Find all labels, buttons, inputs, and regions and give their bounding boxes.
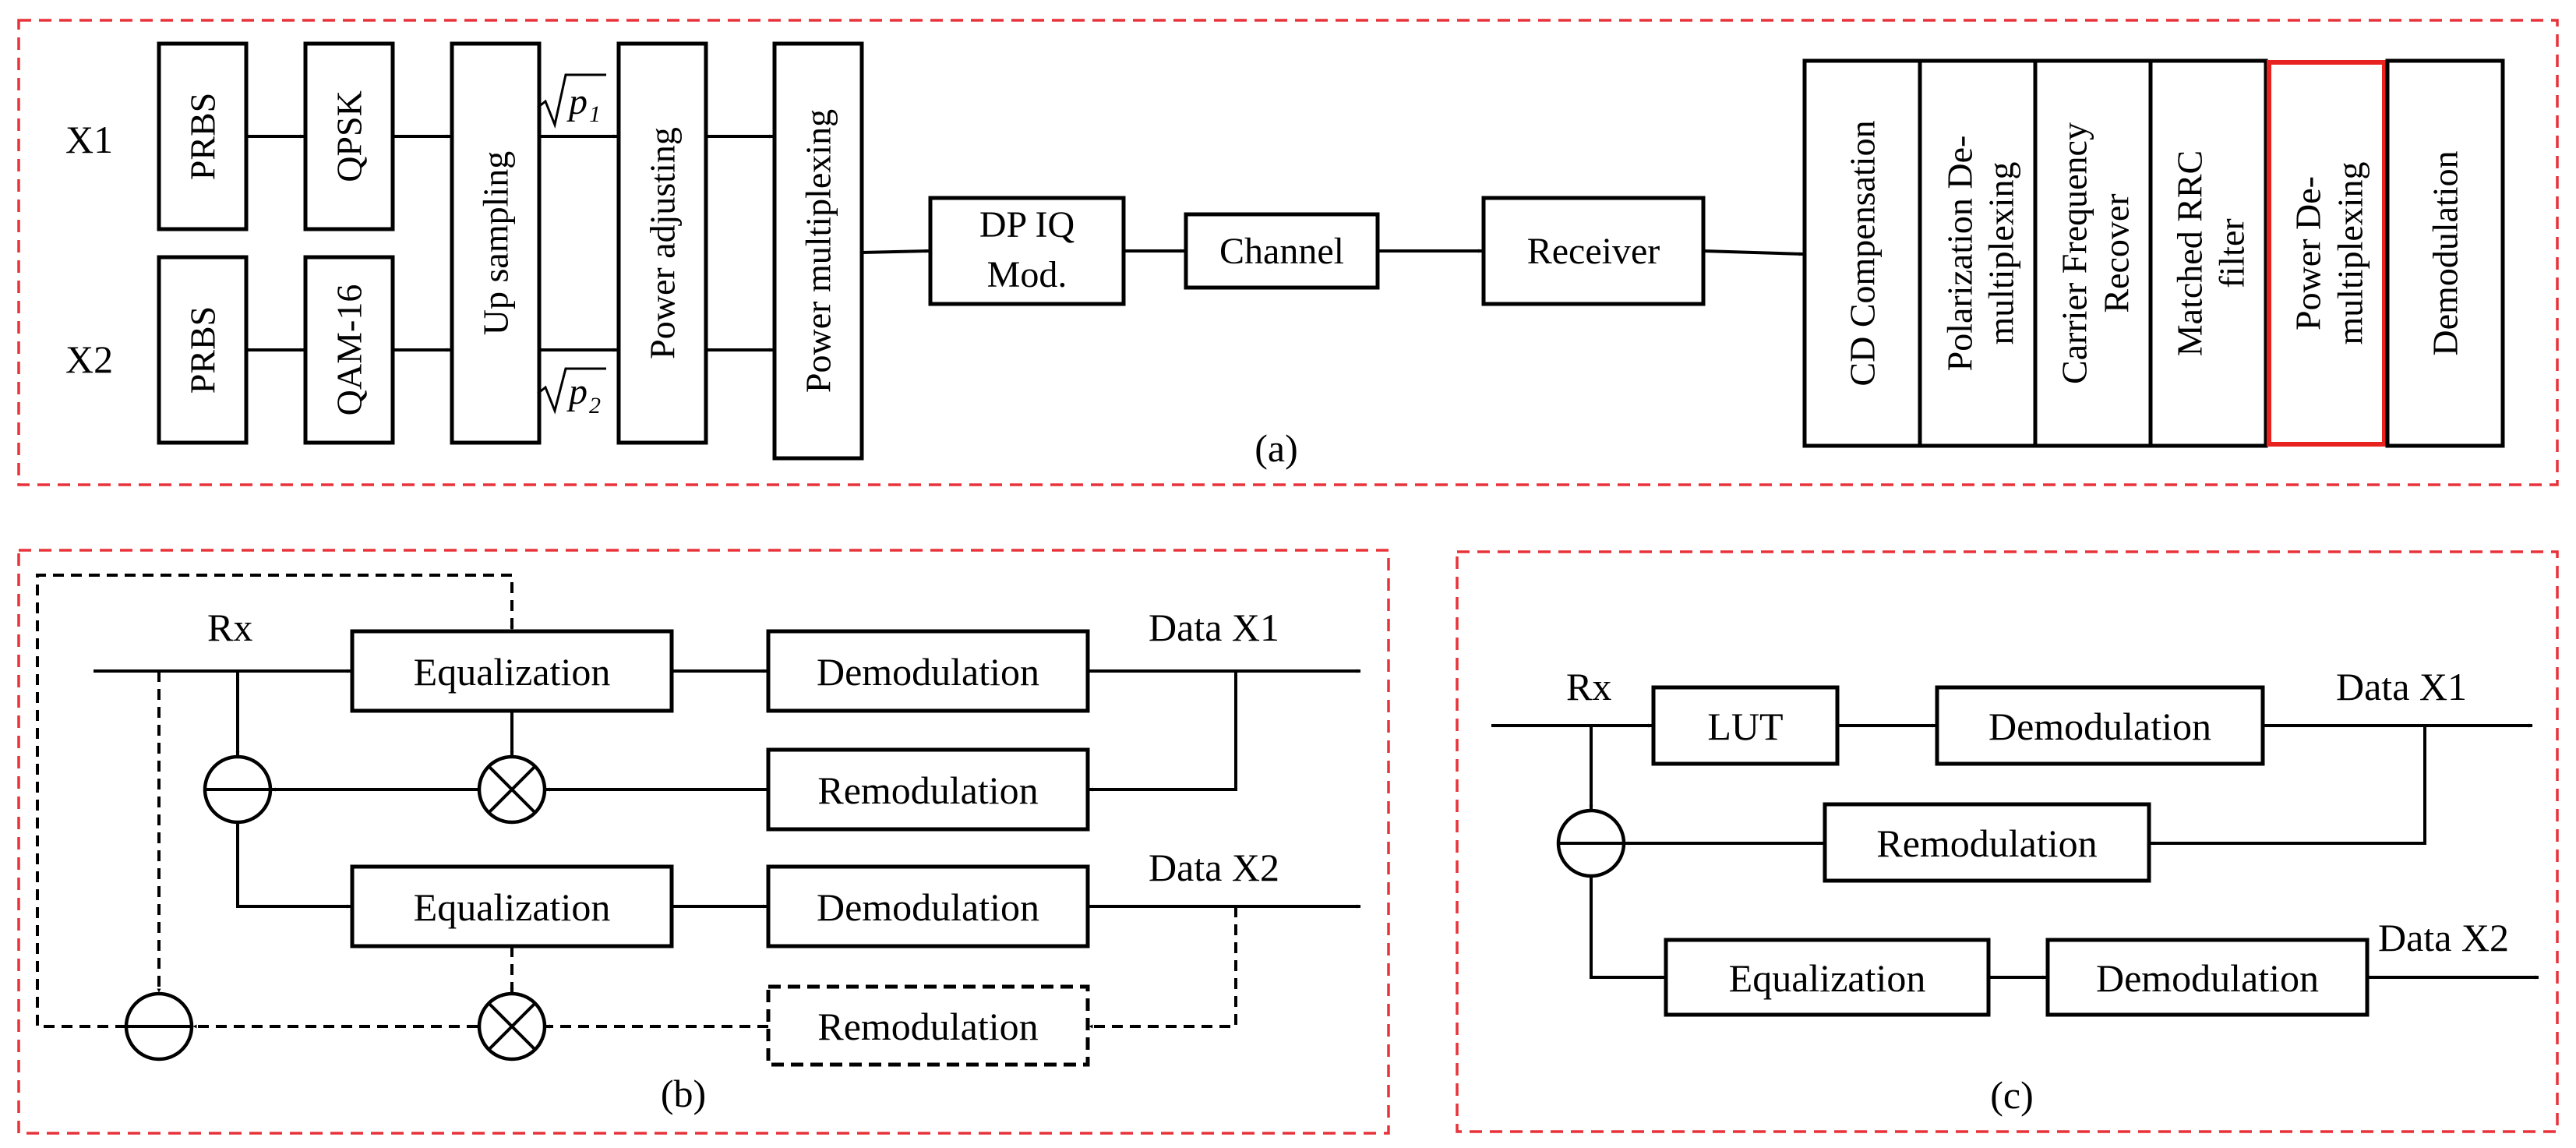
svg-text:Demodulation: Demodulation: [817, 885, 1039, 929]
panel-b-frame: [17, 549, 1390, 1135]
svg-text:Remodulation: Remodulation: [817, 1005, 1038, 1048]
sqrt-p2-label: p 2: [537, 367, 606, 419]
panel-c-demodulation-1: Demodulation: [1935, 685, 2265, 766]
power-adjusting-block: Power adjusting: [616, 41, 708, 445]
power-multiplexing-block: Power multiplexing: [772, 41, 864, 461]
panel-b-subtractor-1: [203, 754, 273, 825]
carrier-frequency-line1: Carrier Frequency: [2055, 122, 2094, 384]
panel-b-demodulation-1: Demodulation: [766, 629, 1090, 713]
qam16-block: QAM-16: [303, 255, 395, 445]
panel-c-remodulation: Remodulation: [1823, 802, 2151, 883]
dsp-block-power-demux-highlighted: Power De- multiplexing: [2267, 60, 2387, 447]
cd-compensation-label: CD Compensation: [1843, 120, 1883, 386]
panel-b-multiplier-2: [477, 991, 547, 1061]
panel-c-data-x1-label: Data X1: [2336, 665, 2467, 708]
receiver-label: Receiver: [1527, 231, 1660, 272]
prbs-block-1: PRBS: [157, 41, 249, 231]
panel-c-caption: (c): [1990, 1073, 2034, 1117]
panel-c-rx-label: Rx: [1566, 665, 1611, 708]
dp-iq-label-line2: Mod.: [987, 254, 1067, 295]
power-adjusting-label: Power adjusting: [643, 127, 683, 359]
up-sampling-label: Up sampling: [476, 151, 516, 335]
svg-text:2: 2: [589, 393, 601, 419]
dsp-block-polarization-demux: Polarization De- multiplexing: [1918, 58, 2038, 448]
input-x2-label: X2: [65, 337, 113, 381]
panel-c-demodulation-2: Demodulation: [2045, 938, 2370, 1017]
svg-text:Demodulation: Demodulation: [817, 650, 1039, 694]
svg-text:Remodulation: Remodulation: [817, 768, 1038, 812]
panel-b-equalization-1: Equalization: [350, 629, 674, 713]
panel-b-subtractor-2: [124, 991, 194, 1061]
dsp-demodulation-label: Demodulation: [2426, 150, 2465, 355]
svg-text:1: 1: [589, 101, 601, 127]
qpsk-label: QPSK: [330, 90, 369, 182]
power-demux-line1: Power De-: [2288, 176, 2328, 330]
svg-text:Equalization: Equalization: [414, 650, 611, 694]
prbs-2-label: PRBS: [183, 306, 223, 394]
dsp-block-cd-compensation: CD Compensation: [1802, 58, 1922, 448]
svg-text:Demodulation: Demodulation: [2096, 956, 2319, 1000]
panel-b-rx-label: Rx: [207, 606, 252, 649]
dsp-block-carrier-frequency-recover: Carrier Frequency Recover: [2033, 58, 2153, 448]
panel-b-caption: (b): [661, 1072, 706, 1115]
panel-c: Rx Data X1 Data X2 LUT Demodulation Remo…: [1456, 550, 2559, 1133]
panel-a-caption: (a): [1254, 426, 1298, 470]
panel-b: Rx Data X1 Data X2 Equalization Demodula…: [17, 549, 1390, 1135]
up-sampling-block: Up sampling: [450, 41, 542, 445]
sqrt-p1-label: p 1: [537, 73, 606, 129]
channel-block: Channel: [1184, 212, 1380, 290]
power-multiplexing-label: Power multiplexing: [799, 109, 838, 393]
panel-b-demodulation-2: Demodulation: [766, 864, 1090, 948]
panel-a: X1 X2 PRBS PRBS QPSK QAM-16 Up sampling: [17, 19, 2559, 486]
matched-rrc-line2: filter: [2212, 218, 2252, 288]
dsp-block-matched-rrc-filter: Matched RRC filter: [2148, 58, 2268, 448]
panel-b-remodulation-1: Remodulation: [766, 747, 1090, 832]
panel-c-data-x2-label: Data X2: [2378, 916, 2509, 959]
panel-a-frame: [17, 19, 2559, 486]
svg-text:Demodulation: Demodulation: [1988, 705, 2211, 748]
dp-iq-mod-block: DP IQ Mod.: [928, 196, 1126, 306]
panel-b-data-x1-label: Data X1: [1149, 606, 1279, 649]
prbs-block-2: PRBS: [157, 255, 249, 445]
power-demux-line2: multiplexing: [2331, 161, 2370, 344]
svg-text:p: p: [566, 81, 588, 122]
panel-c-frame: [1456, 550, 2559, 1133]
svg-text:Remodulation: Remodulation: [1876, 821, 2097, 865]
panel-c-lut: LUT: [1651, 685, 1840, 766]
panel-b-data-x2-label: Data X2: [1149, 846, 1279, 889]
receiver-block: Receiver: [1481, 196, 1706, 306]
panel-b-remodulation-2-dashed: Remodulation: [766, 984, 1090, 1067]
panel-b-equalization-2: Equalization: [350, 864, 674, 948]
svg-text:LUT: LUT: [1707, 705, 1783, 748]
carrier-frequency-line2: Recover: [2097, 193, 2137, 313]
matched-rrc-line1: Matched RRC: [2170, 150, 2210, 356]
svg-text:Equalization: Equalization: [414, 885, 611, 929]
svg-text:p: p: [566, 371, 588, 412]
polarization-demux-line2: multiplexing: [1981, 161, 2021, 344]
dp-iq-label-line1: DP IQ: [979, 204, 1075, 245]
prbs-1-label: PRBS: [183, 93, 223, 181]
qam16-label: QAM-16: [330, 284, 369, 416]
channel-label: Channel: [1219, 231, 1344, 272]
input-x1-label: X1: [65, 118, 113, 161]
qpsk-block: QPSK: [303, 41, 395, 231]
panel-c-subtractor: [1556, 808, 1626, 878]
polarization-demux-line1: Polarization De-: [1940, 136, 1980, 372]
svg-text:Equalization: Equalization: [1729, 956, 1926, 1000]
dsp-block-demodulation: Demodulation: [2385, 58, 2505, 448]
panel-b-multiplier-1: [477, 754, 547, 825]
panel-c-equalization: Equalization: [1664, 938, 1991, 1017]
